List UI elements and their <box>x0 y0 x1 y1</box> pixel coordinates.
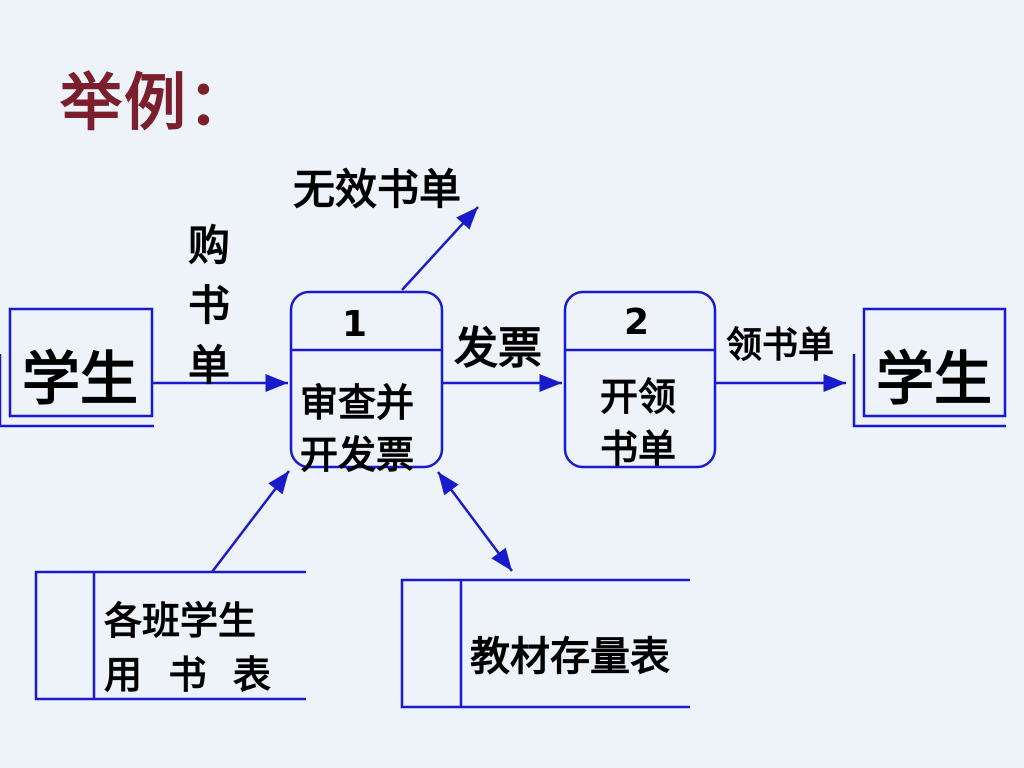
process-1-name-line1: 审查并 <box>300 381 415 425</box>
flow-pickup-label: 领书单 <box>726 325 835 366</box>
process-1-name-line2: 开发票 <box>300 433 415 477</box>
flow-order-label-char-1: 购 <box>188 221 231 270</box>
process-1-id: 1 <box>342 304 368 345</box>
data-store-textbook-inventory <box>400 578 690 709</box>
flow-store2-arrow <box>436 471 514 572</box>
flow-order-label-char-2: 书 <box>188 281 231 330</box>
slide-title: 举例： <box>60 66 253 139</box>
data-store-class-book-list <box>34 570 306 701</box>
flow-order-label-char-3: 单 <box>188 341 231 390</box>
student-right-label: 学生 <box>876 345 993 413</box>
student-left-label: 学生 <box>22 345 139 413</box>
data-store-1-line2: 用 书 表 <box>104 653 271 697</box>
flow-invalid-order-arrow <box>401 206 479 291</box>
flow-invoice-label: 发票 <box>454 323 542 374</box>
process-2-id: 2 <box>624 302 650 343</box>
process-2-name-line1: 开领 <box>600 375 677 419</box>
flow-store1-arrow <box>211 470 290 573</box>
external-entity-student-left <box>0 307 154 428</box>
external-entity-student-right <box>852 307 1007 428</box>
process-2-name-line2: 书单 <box>600 427 677 471</box>
process-1-box <box>289 290 444 469</box>
flow-invalid-order-label: 无效书单 <box>293 165 462 214</box>
data-store-2-label: 教材存量表 <box>470 634 670 680</box>
data-store-1-line1: 各班学生 <box>104 599 257 643</box>
process-2-box <box>563 290 717 469</box>
